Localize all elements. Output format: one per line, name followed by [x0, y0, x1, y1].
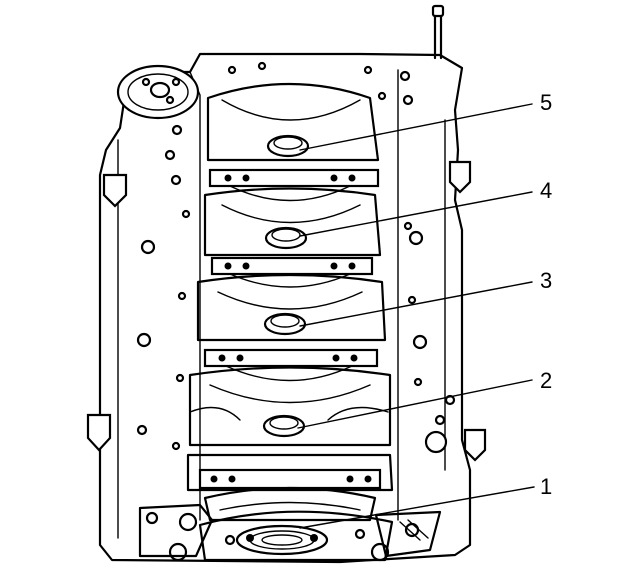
callout-label-4: 4	[540, 178, 552, 203]
callout-5: 5	[299, 90, 552, 151]
callout-2: 2	[297, 368, 552, 429]
side-tabs	[86, 160, 487, 462]
main-bearing-5	[206, 82, 380, 202]
callout-label-1: 1	[540, 474, 552, 499]
leader-line-2	[297, 379, 533, 429]
callout-1: 1	[299, 474, 552, 529]
main-bearing-2	[188, 366, 392, 447]
callout-label-5: 5	[540, 90, 552, 115]
callout-label-3: 3	[540, 268, 552, 293]
leader-line-5	[299, 103, 533, 151]
cam-sprocket-boss	[116, 64, 200, 120]
main-bearing-3	[196, 273, 387, 382]
rear-seal-area	[138, 503, 442, 562]
leader-line-3	[299, 281, 533, 327]
callout-3: 3	[299, 268, 552, 327]
main-bearing-4	[203, 187, 382, 288]
callout-4: 4	[299, 178, 552, 237]
callout-label-2: 2	[540, 368, 552, 393]
leader-line-1	[299, 486, 535, 529]
dipstick-tube	[431, 4, 445, 60]
bolt-holes	[136, 61, 456, 562]
main-bearing-1	[186, 453, 394, 522]
leader-line-4	[299, 191, 533, 237]
